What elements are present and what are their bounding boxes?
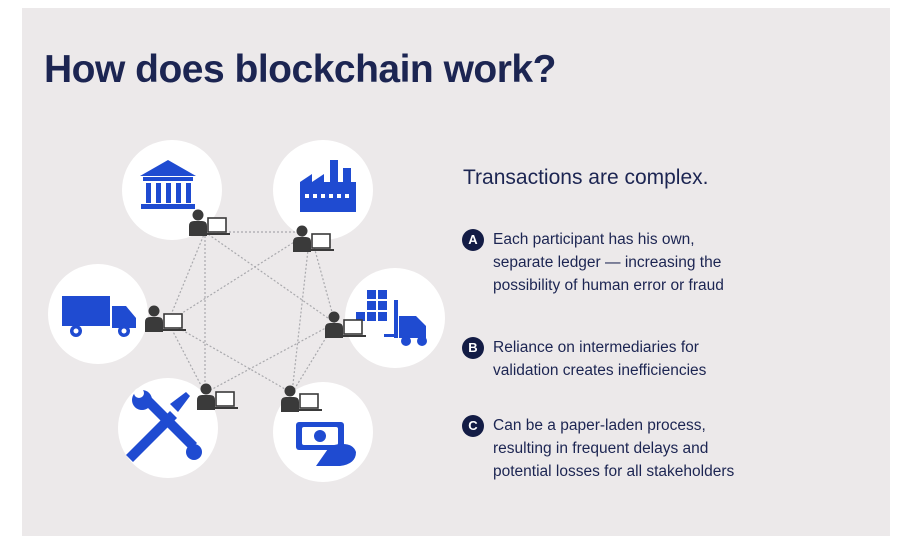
- network-connection-lines: [167, 231, 336, 394]
- point-a-text: Each participant has his own, separate l…: [493, 228, 853, 297]
- badge-b: B: [462, 337, 484, 359]
- page-title: How does blockchain work?: [44, 48, 556, 91]
- point-a-line: separate ledger — increasing the: [493, 254, 722, 271]
- badge-c: C: [462, 415, 484, 437]
- point-b-line: validation creates inefficiencies: [493, 362, 707, 379]
- cash-hand-icon: [296, 422, 356, 466]
- point-c-line: Can be a paper-laden process,: [493, 417, 706, 434]
- wrench-screwdriver-icon: [126, 388, 202, 462]
- point-c-line: resulting in frequent delays and: [493, 440, 709, 457]
- participant-person-icon: [144, 304, 187, 333]
- point-b-text: Reliance on intermediaries for validatio…: [493, 336, 853, 382]
- bank-icon: [140, 160, 196, 209]
- point-b-line: Reliance on intermediaries for: [493, 339, 699, 356]
- truck-icon: [62, 296, 136, 337]
- badge-a: A: [462, 229, 484, 251]
- point-a-line: possibility of human error or fraud: [493, 277, 724, 294]
- factory-icon: [300, 160, 356, 212]
- participant-person-icon: [196, 382, 239, 411]
- point-c-line: potential losses for all stakeholders: [493, 463, 735, 480]
- section-subtitle: Transactions are complex.: [463, 166, 709, 189]
- forklift-boxes-icon: [356, 290, 427, 346]
- point-c-text: Can be a paper-laden process, resulting …: [493, 414, 853, 483]
- point-a-line: Each participant has his own,: [493, 231, 695, 248]
